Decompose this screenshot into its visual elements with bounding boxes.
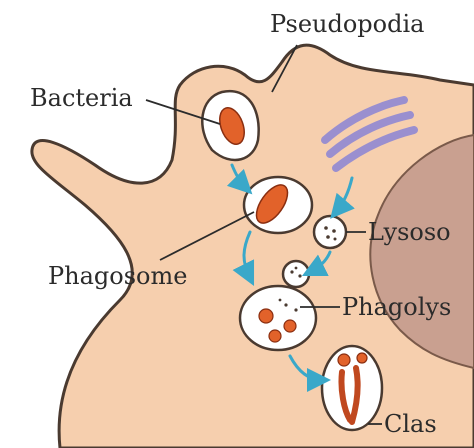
label-phagosome: Phagosome: [48, 264, 187, 288]
label-bacteria: Bacteria: [30, 86, 133, 110]
residual-body: [322, 346, 382, 430]
phagolysosome: [240, 286, 316, 350]
lysosome-merging: [283, 261, 309, 287]
label-lysosome: Lysoso: [368, 220, 451, 244]
label-pseudopodia: Pseudopodia: [270, 12, 424, 36]
phagosome: [244, 177, 312, 233]
lysosome: [314, 216, 346, 248]
label-clasma: Clas: [384, 412, 437, 436]
label-phagolysosome: Phagolys: [342, 295, 451, 319]
